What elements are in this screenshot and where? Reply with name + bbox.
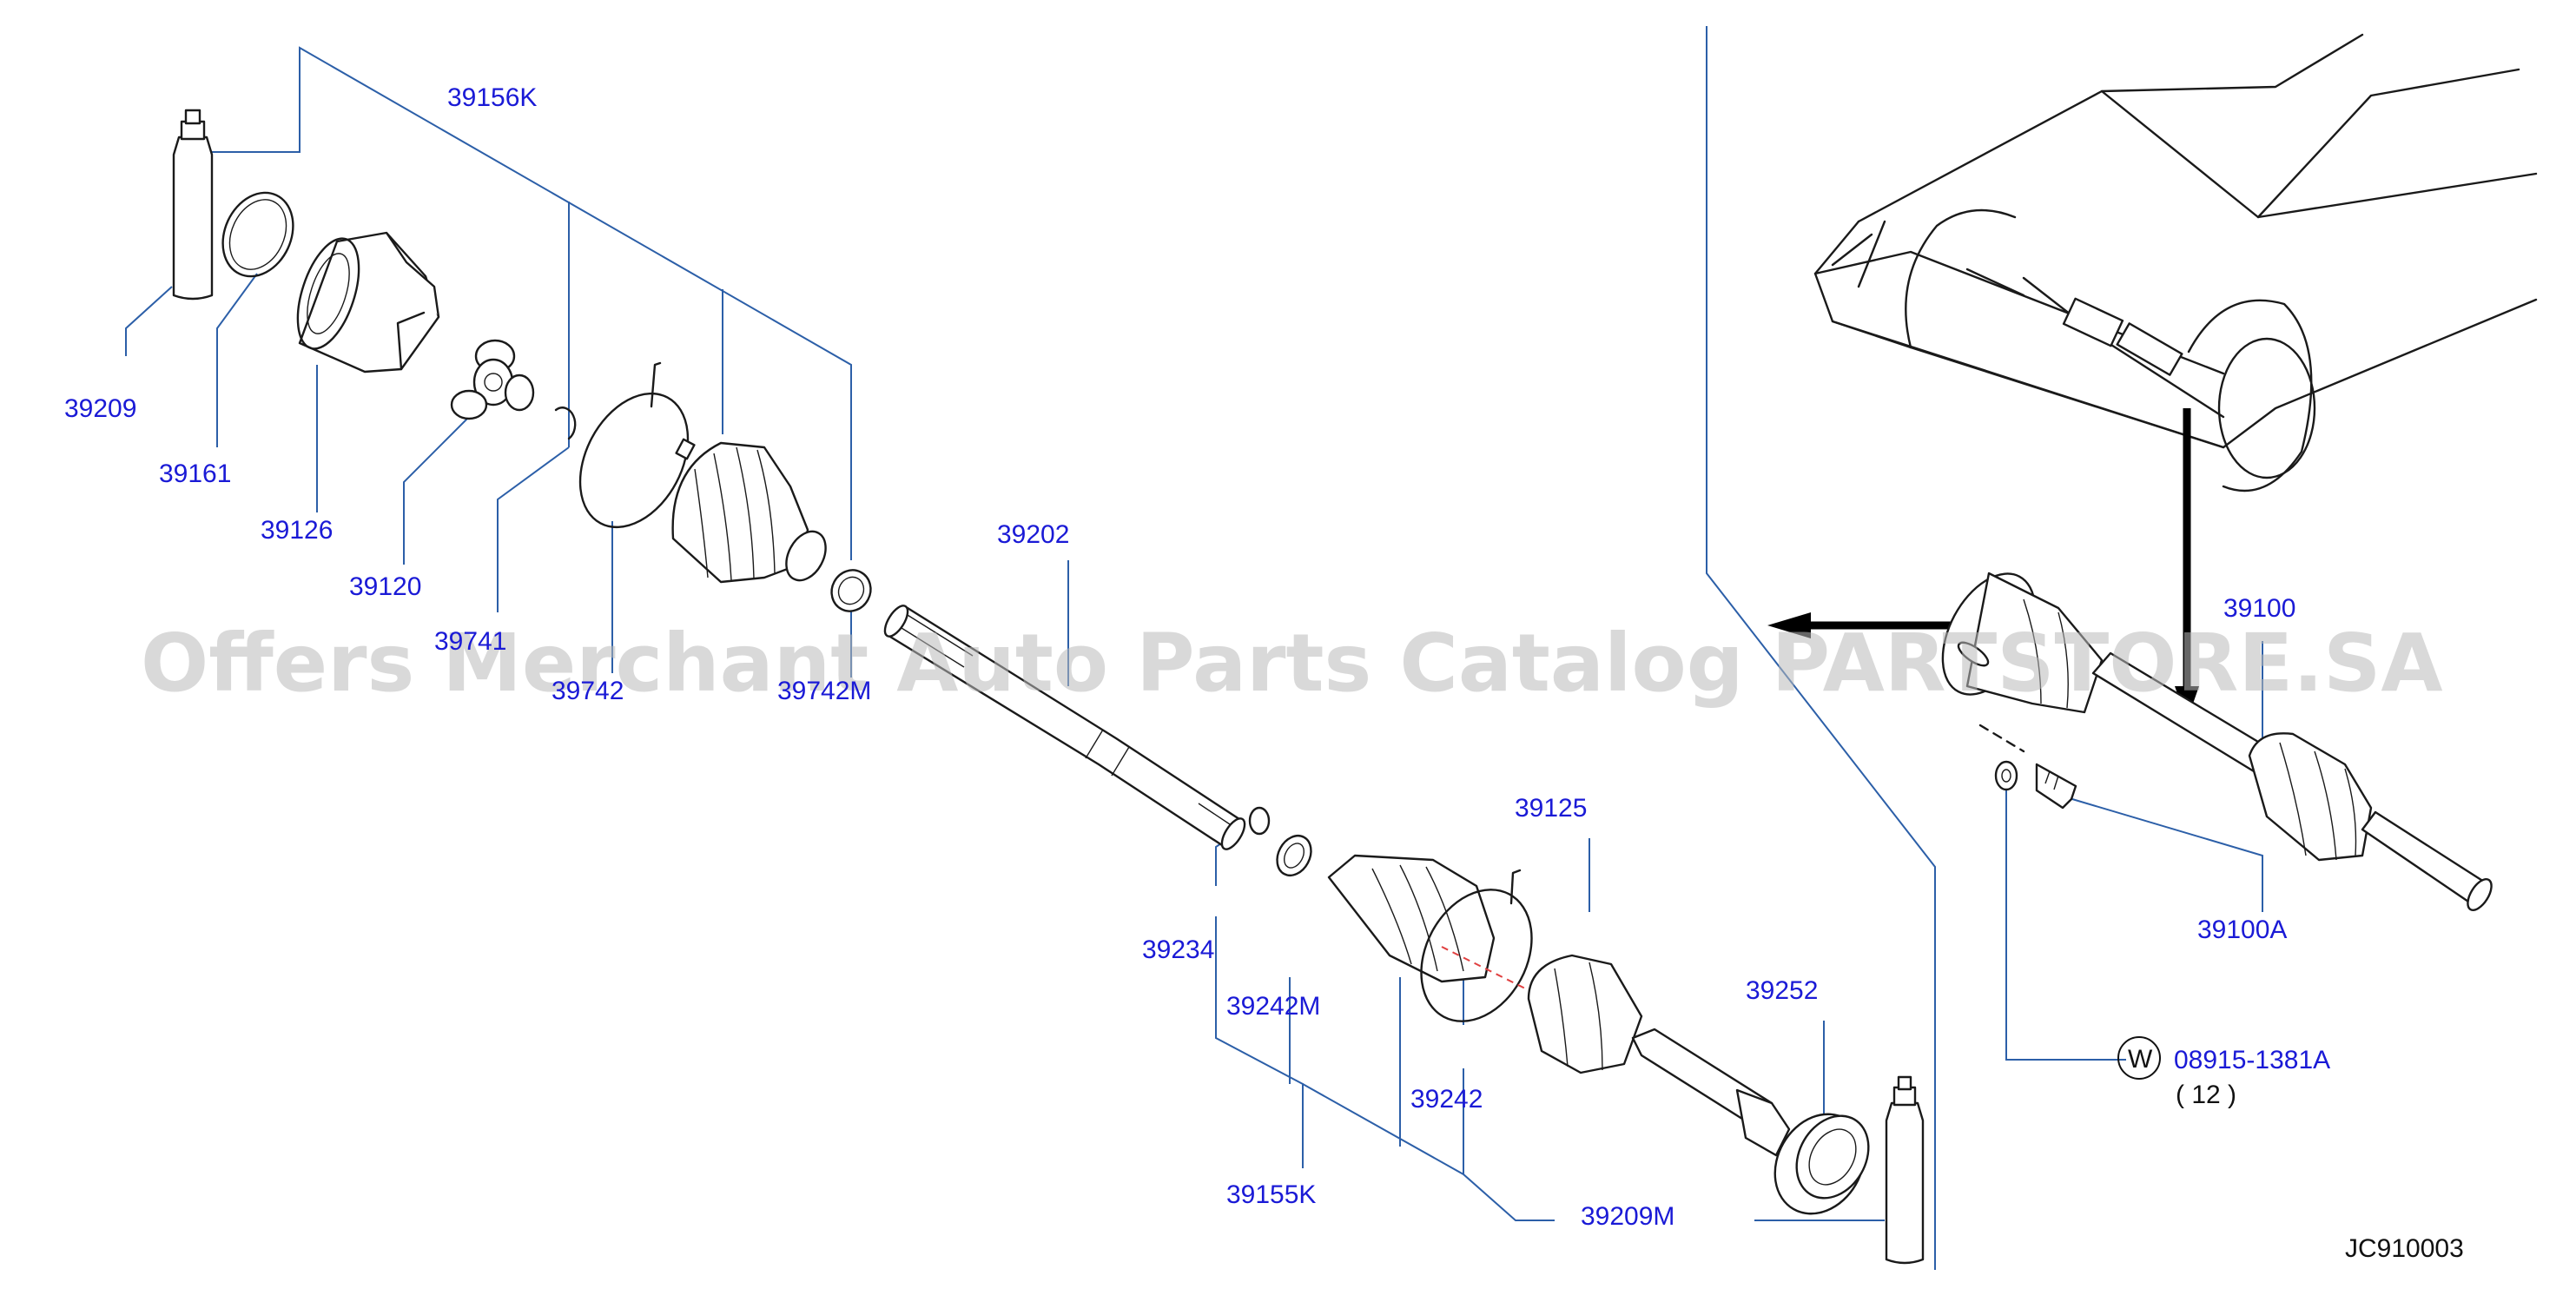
inner-boot [671,441,827,584]
label-39741[interactable]: 39741 [434,627,506,656]
boot-band-39242M [1276,834,1312,877]
boot-band-39742M [830,569,872,612]
label-39742[interactable]: 39742 [552,677,624,705]
outer-housing-39126 [296,231,440,373]
grease-tube-39209M [1885,1075,1925,1265]
circlip-39234 [1248,806,1271,836]
watermark-text: Offers Merchant Auto Parts Catalog PARTS… [141,617,2443,710]
boot-band-39742 [578,361,696,529]
label-39742M[interactable]: 39742M [777,677,871,705]
label-39126[interactable]: 39126 [261,516,333,545]
label-39155K[interactable]: 39155K [1226,1180,1316,1209]
label-39252[interactable]: 39252 [1746,976,1818,1005]
grease-tube-39209 [172,109,214,301]
bolt-39100A [1978,724,2077,810]
quantity-label: ( 12 ) [2176,1081,2236,1109]
label-39100[interactable]: 39100 [2223,594,2295,623]
label-39125[interactable]: 39125 [1515,794,1587,823]
diagram-code: JC910003 [2345,1234,2464,1263]
leader-lines [125,26,2263,1270]
circlip-39741 [554,407,577,440]
drive-shaft-assembly-39100 [1941,572,2493,911]
spider-assembly-39120 [450,339,535,420]
vehicle-illustration [1813,33,2538,492]
washer-symbol [2117,1036,2161,1080]
part-labels: 39156K 39209 39161 39126 39120 39741 397… [64,83,2464,1263]
outer-joint-39125 [1527,954,1791,1157]
label-39209M[interactable]: 39209M [1581,1202,1674,1231]
snap-ring-39161 [221,191,294,278]
outer-boot [1327,854,1496,983]
seal-39252 [1773,1113,1870,1215]
washer-08915 [1994,760,2018,791]
label-08915-1381A[interactable]: 08915-1381A [2174,1046,2330,1074]
label-39156K[interactable]: 39156K [447,83,537,112]
label-39209[interactable]: 39209 [64,394,136,423]
washer-symbol-letter: W [2128,1045,2153,1074]
label-39234[interactable]: 39234 [1142,935,1214,964]
label-39242[interactable]: 39242 [1410,1085,1483,1114]
label-39202[interactable]: 39202 [997,520,1069,549]
label-39242M[interactable]: 39242M [1226,992,1320,1021]
shaft-39202 [883,605,1246,850]
label-39161[interactable]: 39161 [159,459,231,488]
label-39120[interactable]: 39120 [349,572,421,601]
label-39100A[interactable]: 39100A [2197,916,2287,944]
